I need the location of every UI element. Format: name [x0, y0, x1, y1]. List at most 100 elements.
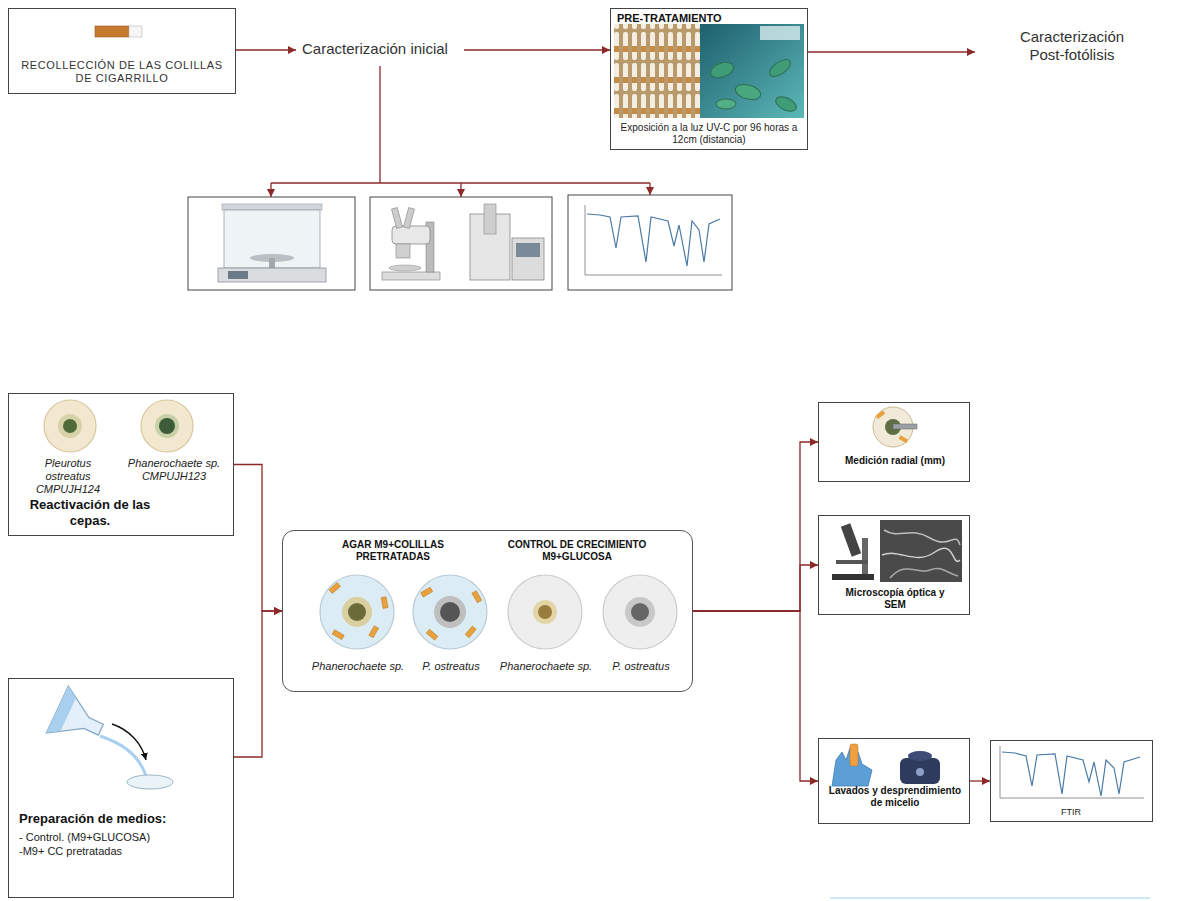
process-box: Preparación de medios: - Control. (M9+GLU…: [8, 678, 234, 898]
node-subtext: Phanerochaete sp.: [308, 660, 408, 673]
node-text: Medición radial (mm): [845, 455, 945, 467]
petri-dish: [58, 414, 82, 438]
process-box: Pleurotus ostreatus CMPUJH124Phanerochae…: [8, 393, 234, 536]
balance-picture: [228, 271, 248, 279]
uv-photos: [614, 24, 804, 118]
spectrum-picture: [585, 205, 722, 275]
washing-icon: [908, 751, 932, 761]
microscopy-icon: [841, 523, 861, 556]
washing-icon: [916, 768, 924, 776]
petri-dish: [465, 626, 476, 638]
microscope-picture: [392, 226, 430, 244]
microscopy-icon: [890, 569, 958, 578]
ftir-graph: [1000, 746, 1144, 798]
spectrum-picture: [587, 214, 720, 266]
cigarette-icon: [129, 26, 142, 37]
microscope-picture: [382, 272, 440, 280]
petri-dish: [320, 575, 394, 649]
petri-dish: [141, 400, 193, 452]
petri-dish: [329, 583, 341, 594]
uv-photos: [614, 24, 700, 118]
measure-icon: [893, 424, 917, 429]
petri-dish: [381, 597, 388, 609]
petri-dish: [320, 575, 677, 649]
microscopy-icon: [832, 574, 874, 580]
branch-lines: [460, 183, 461, 197]
flow-arrow: [808, 51, 975, 52]
microscope-picture: [484, 204, 496, 234]
balance-picture: [188, 197, 355, 290]
flow-arrow: [970, 780, 990, 781]
petri-dish: [434, 596, 466, 628]
microscope-picture: [396, 244, 410, 258]
microscope-picture: [370, 197, 552, 290]
balance-picture: [188, 197, 355, 290]
node-subtext: Phanerochaete sp. CMPUJH123: [121, 457, 227, 483]
node-text: Caracterización Post-fotólisis: [1002, 28, 1142, 64]
petri-dish: [332, 630, 344, 640]
petri-dish: [472, 591, 482, 603]
microscopy-icon: [882, 548, 960, 561]
node-text: Lavados y desprendimiento de micelio: [825, 785, 965, 809]
underline-rule: [830, 897, 1150, 899]
node-subtext: - Control. (M9+GLUCOSA): [19, 831, 229, 844]
uv-photos: [700, 24, 804, 118]
petri-dish: [440, 602, 460, 622]
microscopy-icon: [862, 538, 868, 574]
node-text: PRE-TRATAMIENTO: [617, 12, 803, 25]
microscope-picture: [512, 238, 544, 280]
petri-dish: [625, 597, 655, 627]
flow-arrow: [236, 49, 296, 50]
petri-dish: [533, 600, 557, 624]
ftir-graph: [1002, 752, 1140, 796]
uv-photos: [767, 56, 794, 80]
spectrum-picture: [568, 195, 732, 290]
petri-dish: [413, 575, 487, 649]
spectrum-picture: [568, 195, 732, 290]
flask-picture: [127, 775, 173, 789]
measure-icon: [873, 407, 917, 447]
flask-picture: [46, 686, 111, 753]
flask-picture: [112, 724, 146, 760]
petri-dish: [63, 419, 77, 433]
petri-dish: [631, 603, 649, 621]
petri-dish: [159, 418, 175, 434]
cigarette-icon: [95, 26, 129, 37]
node-subtext: P. ostreatus: [401, 660, 501, 673]
microscope-picture: [370, 197, 552, 290]
petri-dish: [44, 400, 193, 452]
branch-lines: [379, 66, 380, 183]
analysis-box: Medición radial (mm): [818, 402, 970, 482]
node-text: Preparación de medios:: [19, 811, 229, 827]
node-text: FTIR: [991, 807, 1151, 818]
microscope-picture: [404, 208, 415, 229]
uv-photos: [734, 82, 763, 102]
petri-dish: [342, 597, 372, 627]
flow-arrow: [464, 49, 610, 50]
analysis-box: FTIR: [990, 740, 1153, 822]
microscopy-icon: [836, 560, 868, 564]
balance-picture: [222, 204, 322, 210]
flow-arrow: [234, 465, 282, 612]
washing-icon: [850, 744, 858, 766]
petri-dish: [369, 626, 379, 638]
flow-arrow: [693, 442, 818, 611]
uv-photos: [708, 59, 735, 80]
petri-dish: [603, 575, 677, 649]
uv-photos: [760, 26, 800, 40]
petri-dish: [155, 414, 179, 438]
microscopy-icon: [832, 520, 962, 582]
flow-arrow: [234, 611, 282, 757]
petri-dish: [426, 629, 438, 640]
microscopy-icon: [884, 530, 960, 545]
node-subtext: Exposición a la luz UV-C por 96 horas a …: [615, 122, 803, 146]
balance-picture: [218, 268, 326, 282]
microscope-picture: [392, 208, 403, 229]
flask-picture: [46, 686, 173, 789]
node-text: AGAR M9+COLILLAS PRETRATADAS: [313, 539, 473, 563]
ftir-graph: [1000, 746, 1144, 798]
microscopy-icon: [880, 520, 962, 582]
node-subtext: CONTROL DE CRECIMIENTO M9+GLUCOSA: [488, 539, 666, 563]
